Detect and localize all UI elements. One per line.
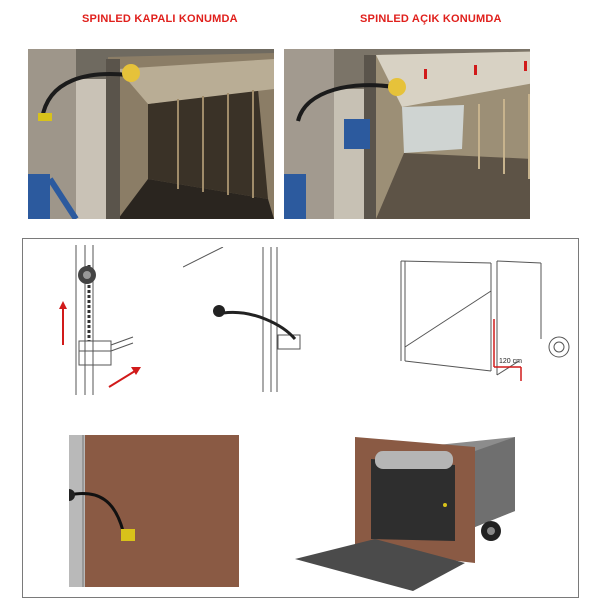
photo-spinled-open	[284, 49, 530, 219]
drawing-truck-ramp	[295, 437, 515, 591]
closed-position-title: SPINLED KAPALI KONUMDA	[82, 13, 238, 25]
drawing-trailer-door: 120 cm	[400, 260, 570, 381]
height-label: 120 cm	[499, 358, 522, 365]
photo-spinled-closed	[28, 49, 274, 219]
open-position-title: SPINLED AÇIK KONUMDA	[360, 13, 502, 25]
drawing-sensor-on-panel	[69, 435, 239, 587]
drawing-mount-bracket	[59, 245, 141, 395]
drawing-cable-bracket	[183, 247, 301, 392]
technical-drawings-panel: 120 cm	[22, 238, 579, 598]
